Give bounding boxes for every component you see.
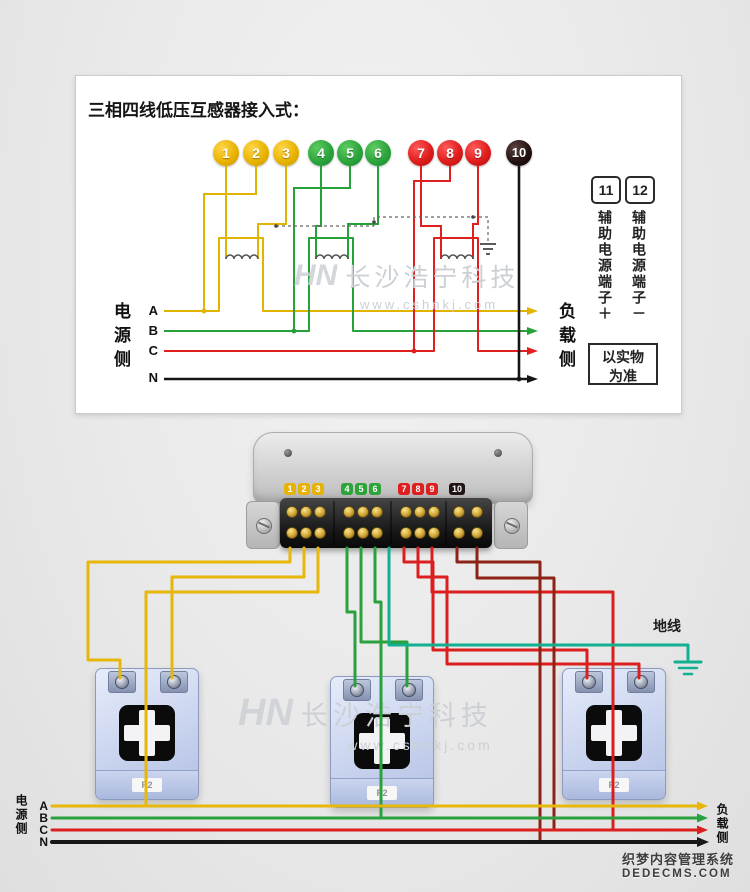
- terminal-circle-6: 6: [365, 140, 391, 166]
- ct-terminal-icon: [343, 679, 371, 701]
- note-text: 以实物为准: [602, 349, 644, 384]
- ct-window: [586, 705, 642, 761]
- terminal-circle-1: 1: [213, 140, 239, 166]
- meter-label-4: 4: [341, 483, 353, 495]
- ct-window: [354, 713, 410, 769]
- ct-terminal-icon: [575, 671, 603, 693]
- footer-line1: 织梦内容管理系统: [622, 852, 735, 867]
- ct-screw-icon: [350, 683, 364, 697]
- current-transformer-2: P2: [330, 676, 434, 808]
- ct-terminal-icon: [108, 671, 136, 693]
- watermark-logo: HN: [238, 692, 293, 734]
- meter-label-8: 8: [412, 483, 424, 495]
- bottom-phase-b: B: [39, 811, 48, 825]
- wiring-diagram-panel: 三相四线低压互感器接入式： 1 2 3 4 5 6 7 8 9 10: [75, 75, 682, 414]
- ct-base: P2: [331, 778, 433, 807]
- schematic-wiring-svg: [164, 166, 538, 383]
- ground-wire-label: 地线: [653, 618, 681, 634]
- note-box: 以实物为准: [588, 343, 658, 385]
- bottom-source-label: 电源侧: [14, 794, 28, 836]
- bottom-phase-a: A: [39, 799, 48, 813]
- terminal-circle-7: 7: [408, 140, 434, 166]
- meter-screw-icon: [494, 449, 502, 457]
- aux-terminal-11: 11: [591, 176, 621, 204]
- source-side-label: 电源侧: [111, 302, 130, 374]
- meter-label-7: 7: [398, 483, 410, 495]
- phase-label-b: B: [148, 323, 158, 338]
- ct-window: [119, 705, 175, 761]
- phase-label-a: A: [148, 303, 158, 318]
- ct-screw-icon: [402, 683, 416, 697]
- mounting-screw-icon: [256, 518, 272, 534]
- terminal-circle-4: 4: [308, 140, 334, 166]
- terminal-circle-8: 8: [437, 140, 463, 166]
- terminal-screws-svg: [286, 501, 483, 545]
- load-side-label: 负载侧: [556, 302, 575, 374]
- meter-label-2: 2: [298, 483, 310, 495]
- ct-terminal-icon: [395, 679, 423, 701]
- ct-screw-icon: [167, 675, 181, 689]
- footer-line2: DEDECMS.COM: [622, 868, 732, 880]
- phase-label-c: C: [148, 343, 158, 358]
- phase-label-n: N: [148, 370, 158, 385]
- meter-label-1: 1: [284, 483, 296, 495]
- terminal-circle-3: 3: [273, 140, 299, 166]
- terminal-wing-right: [494, 501, 528, 549]
- bottom-phase-c: C: [39, 823, 48, 837]
- ct-label: P2: [367, 786, 397, 800]
- meter-label-9: 9: [426, 483, 438, 495]
- diagram-title: 三相四线低压互感器接入式：: [88, 101, 309, 120]
- current-transformer-1: P2: [95, 668, 199, 800]
- ct-screw-icon: [582, 675, 596, 689]
- meter-label-10: 10: [449, 483, 465, 495]
- terminal-circle-10: 10: [506, 140, 532, 166]
- aux-label-plus: 辅助电源端子＋: [597, 210, 613, 322]
- terminal-circle-2: 2: [243, 140, 269, 166]
- terminal-block: [280, 498, 492, 548]
- ct-terminal-icon: [627, 671, 655, 693]
- aux-terminal-12: 12: [625, 176, 655, 204]
- current-transformer-3: P2: [562, 668, 666, 800]
- aux-label-minus: 辅助电源端子－: [631, 210, 647, 322]
- meter-label-5: 5: [355, 483, 367, 495]
- ct-screw-icon: [115, 675, 129, 689]
- terminal-circle-5: 5: [337, 140, 363, 166]
- ct-label: P2: [599, 778, 629, 792]
- meter-screw-icon: [284, 449, 292, 457]
- ct-screw-icon: [634, 675, 648, 689]
- ct-base: P2: [563, 770, 665, 799]
- meter-label-3: 3: [312, 483, 324, 495]
- terminal-wing-left: [246, 501, 280, 549]
- meter-label-6: 6: [369, 483, 381, 495]
- ct-base: P2: [96, 770, 198, 799]
- mounting-screw-icon: [504, 518, 520, 534]
- bottom-load-label: 负载侧: [715, 803, 729, 845]
- ct-terminal-icon: [160, 671, 188, 693]
- footer-watermark: 织梦内容管理系统 DEDECMS.COM: [622, 852, 734, 882]
- terminal-circle-9: 9: [465, 140, 491, 166]
- ct-label: P2: [132, 778, 162, 792]
- bottom-phase-n: N: [39, 835, 48, 849]
